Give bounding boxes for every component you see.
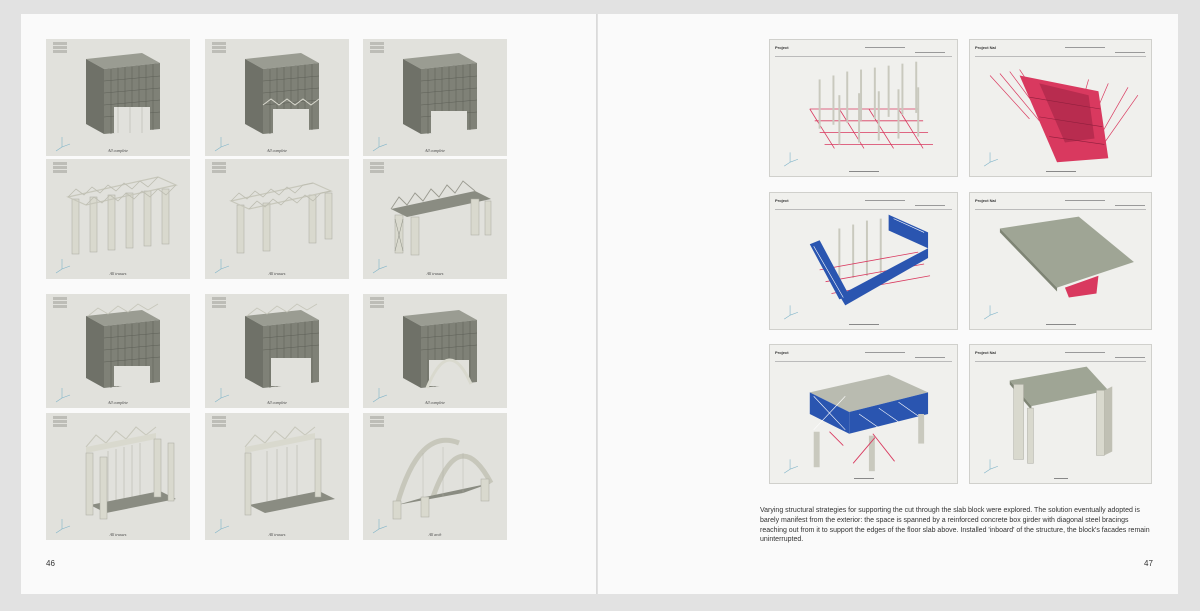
- sheet-caption-bar: [970, 476, 1151, 480]
- tower-model-render: [214, 53, 320, 152]
- sheet-caption-bar: [770, 476, 957, 480]
- panel-caption: All trusses: [268, 532, 286, 537]
- tower-model-render: [214, 303, 320, 403]
- sheet-caption-bar: [970, 169, 1151, 173]
- panel-stats: [53, 162, 67, 174]
- pilotis-structure-render: [784, 61, 933, 167]
- tower-model-render: [55, 53, 161, 152]
- model-panel: All complete: [46, 39, 190, 156]
- model-panel: All trusses: [205, 413, 349, 540]
- panel-caption: All trusses: [109, 271, 127, 276]
- sheet-header: Project Nal: [975, 349, 1146, 362]
- panel-stats: [370, 416, 384, 428]
- sheet-header: Project: [775, 197, 952, 210]
- sheet-title: Project Nal: [975, 198, 996, 203]
- box-girder-render: [983, 69, 1139, 167]
- slab-on-girder-render: [983, 216, 1134, 320]
- panel-stats: [370, 42, 384, 54]
- panel-stats: [212, 297, 226, 309]
- panel-stats: [212, 416, 226, 428]
- structure-drawing-sheet: Project Nal: [969, 39, 1152, 177]
- sheet-header: Project Nal: [975, 197, 1146, 210]
- sheet-title: Project Nal: [975, 45, 996, 50]
- structure-drawing-sheet: Project: [769, 39, 958, 177]
- panel-stats: [53, 42, 67, 54]
- panel-stats: [370, 297, 384, 309]
- model-panel: All trusses: [46, 413, 190, 540]
- sheet-title: Project: [775, 350, 789, 355]
- panel-stats: [212, 162, 226, 174]
- sheet-title: Project Nal: [975, 350, 996, 355]
- blue-truss-render: [784, 214, 931, 320]
- sheet-caption-bar: [770, 322, 957, 326]
- model-panel: All arch: [363, 413, 507, 540]
- structure-drawing-sheet: Project Nal: [969, 344, 1152, 484]
- panel-stats: [53, 297, 67, 309]
- tower-model-render: [372, 310, 478, 403]
- panel-caption: All trusses: [268, 271, 286, 276]
- final-structure-render: [983, 366, 1113, 474]
- sheet-header: Project: [775, 44, 952, 57]
- model-panel: All complete: [205, 39, 349, 156]
- truss-model-render: [372, 180, 492, 274]
- sheet-title: Project: [775, 198, 789, 203]
- page-number-right: 47: [1144, 559, 1153, 568]
- panel-caption: All complete: [107, 400, 129, 405]
- structure-drawing-sheet: Project: [769, 344, 958, 484]
- model-panel: All trusses: [205, 159, 349, 279]
- truss-model-render: [214, 182, 333, 274]
- blue-truss-slab-render: [783, 374, 929, 474]
- truss-model-render: [55, 426, 176, 534]
- panel-caption: All trusses: [109, 532, 127, 537]
- structure-drawing-sheet: Project Nal: [969, 192, 1152, 330]
- model-panel: All complete: [363, 39, 507, 156]
- panel-caption: All complete: [107, 148, 129, 153]
- panel-stats: [53, 416, 67, 428]
- model-panel: All complete: [363, 294, 507, 408]
- panel-caption: All complete: [424, 400, 446, 405]
- model-panel: All trusses: [363, 159, 507, 279]
- structure-drawing-sheet: Project: [769, 192, 958, 330]
- sheet-title: Project: [775, 45, 789, 50]
- truss-model-render: [214, 426, 335, 534]
- panel-stats: [212, 42, 226, 54]
- model-panel: All complete: [46, 294, 190, 408]
- panel-caption: All arch: [428, 532, 442, 537]
- page-number-left: 46: [46, 559, 55, 568]
- model-panel: All complete: [205, 294, 349, 408]
- model-panel: All trusses: [46, 159, 190, 279]
- body-text: Varying structural strategies for suppor…: [760, 507, 1150, 544]
- panel-stats: [370, 162, 384, 174]
- arch-model-render: [372, 437, 494, 534]
- tower-model-render: [372, 53, 478, 152]
- panel-caption: All complete: [266, 400, 288, 405]
- sheet-caption-bar: [970, 322, 1151, 326]
- panel-caption: All complete: [266, 148, 288, 153]
- truss-model-render: [55, 176, 178, 274]
- panel-caption: All complete: [424, 148, 446, 153]
- sheet-caption-bar: [770, 169, 957, 173]
- sheet-header: Project: [775, 349, 952, 362]
- panel-caption: All trusses: [426, 271, 444, 276]
- sheet-header: Project Nal: [975, 44, 1146, 57]
- tower-model-render: [55, 303, 161, 403]
